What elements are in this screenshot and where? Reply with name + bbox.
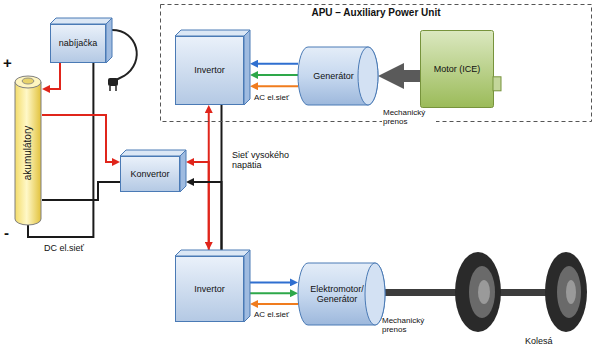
wire-connector (250, 292, 292, 294)
plus-terminal: + (3, 54, 12, 71)
signal-name: AC el.sieť (254, 310, 289, 319)
battery-cylinder: akumulátory (14, 75, 42, 225)
wire-connector (256, 74, 298, 76)
signal-name: AC el.sieť (254, 93, 289, 102)
generator-cylinder: Generátor (298, 46, 378, 106)
motor-generator-cylinder: Elektromotor/ Generátor (298, 262, 385, 326)
signal-name: DC el.sieť (44, 243, 84, 253)
node-label: Invertor (177, 65, 242, 75)
apu-region: InvertorGenerátor Motor (ICE) APU – Auxili… (160, 4, 592, 122)
wheel (455, 252, 501, 332)
wire-connector (42, 182, 120, 200)
wire-connector (256, 63, 298, 65)
mechanical-arrow (399, 70, 420, 82)
wheel (545, 252, 587, 332)
node-label: Generátor (309, 71, 358, 81)
node-label: Konvertor (122, 169, 178, 179)
wire-connector (256, 85, 298, 87)
inverter-box: Invertor (175, 250, 250, 322)
wire-connector (250, 281, 292, 283)
wheels-label: Kolesá (525, 336, 553, 346)
node-label: Elektromotor/ Generátor (309, 284, 365, 305)
wire-connector (192, 182, 221, 250)
minus-terminal: - (4, 224, 9, 241)
node-label: Motor (ICE) (423, 64, 491, 74)
transmission-label: Mechanický prenos (382, 316, 434, 334)
charger-cable (112, 30, 137, 80)
wire-connector (48, 63, 60, 89)
inverter-box: Invertor (175, 30, 250, 105)
node-label: nabíjačka (52, 38, 104, 48)
transmission-label: Mechanický prenos (382, 108, 436, 126)
wire-connector (42, 115, 114, 162)
bus-label: Sieť vysokého napätia (232, 150, 290, 171)
wire-connector (256, 303, 298, 305)
plug (108, 78, 118, 91)
node-label: akumulátory (22, 126, 34, 180)
wire-connector (192, 162, 208, 250)
charger-box: nabíjačka (50, 18, 112, 63)
converter-box: Konvertor (120, 150, 186, 192)
region-title: APU – Auxiliary Power Unit (164, 7, 588, 19)
engine-box: Motor (ICE) (420, 30, 502, 108)
node-label: Invertor (177, 284, 242, 294)
